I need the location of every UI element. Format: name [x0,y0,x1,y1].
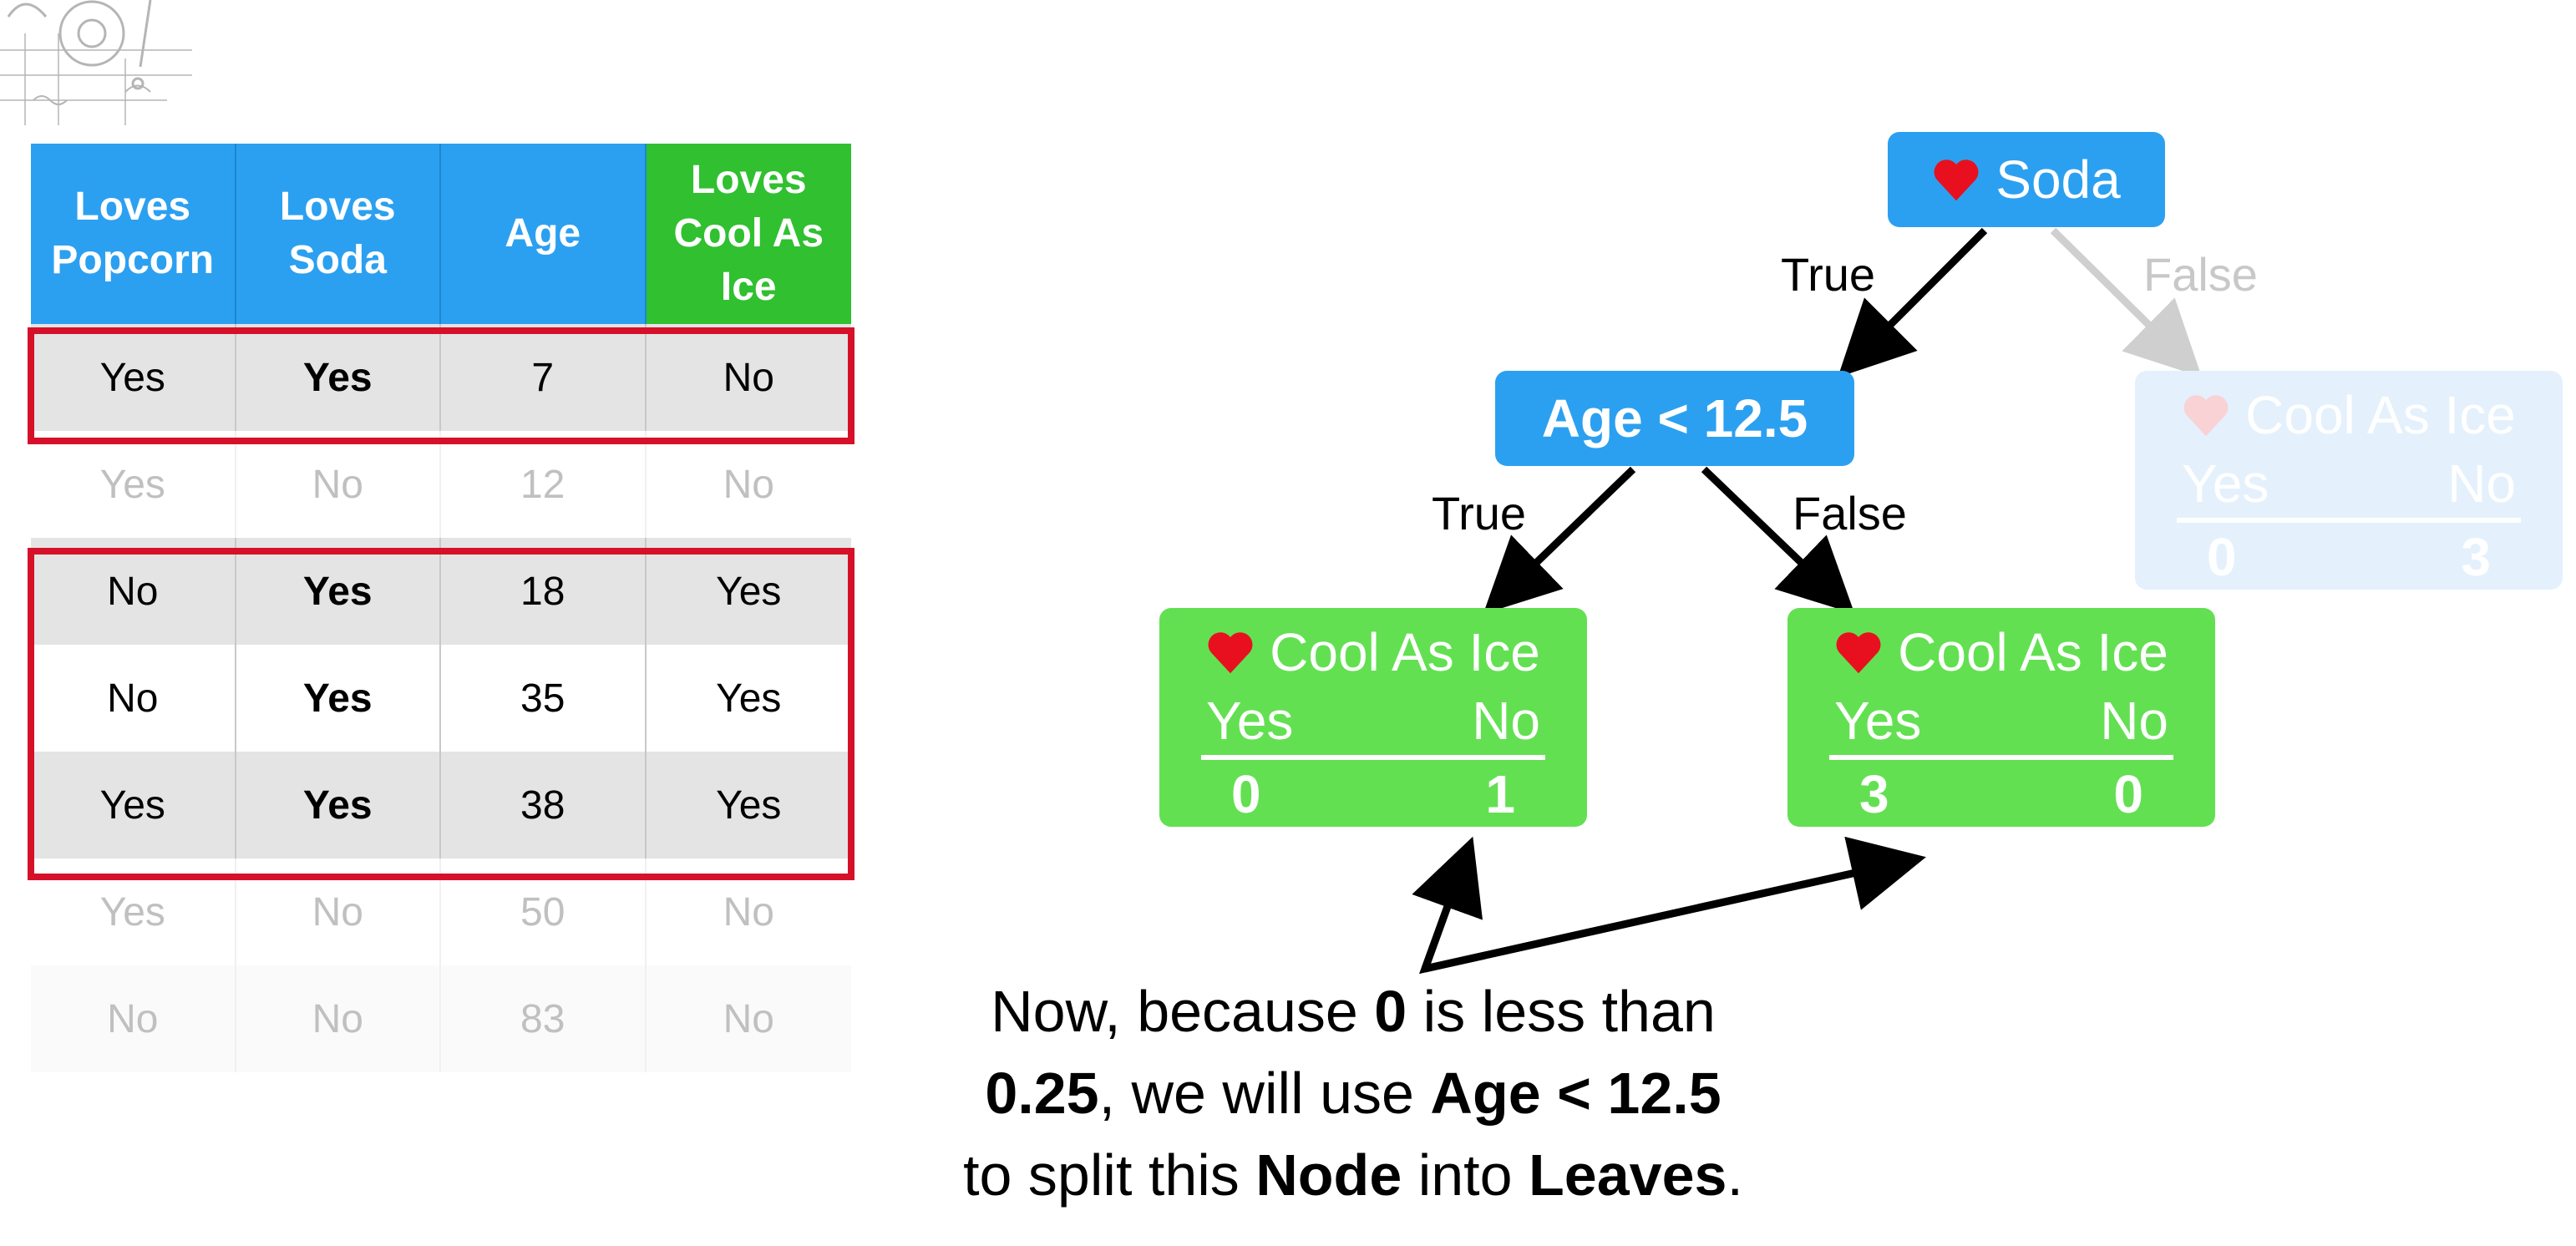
table-row: Yes Yes 7 No [31,324,851,431]
leaf-no-label: No [2100,691,2168,751]
table-cell: No [31,965,236,1072]
table-cell: No [31,645,236,752]
edge-label-age-true: True [1432,487,1527,539]
table-cell: Yes [236,538,441,645]
caption-bold: Age < 12.5 [1430,1061,1722,1126]
caption-bold: 0.25 [985,1061,1099,1126]
caption-line-1: Now, because 0 is less than [835,970,1871,1052]
table-cell: 35 [441,645,647,752]
leaf-no-label: No [2447,453,2516,514]
table-cell: 12 [441,431,647,538]
caption-bold: 0 [1374,979,1407,1044]
header-loves-popcorn: Loves Popcorn [31,144,236,324]
table-row: No Yes 18 Yes [31,538,851,645]
leaf-node-left: Cool As Ice Yes No 0 1 [1159,608,1587,827]
leaf-divider [1201,755,1545,760]
table-cell: 50 [441,859,647,965]
pointer-arrow-right [1424,836,1926,973]
table-cell: No [236,431,441,538]
arrow-root-false [2050,227,2203,377]
caption-line-2: 0.25, we will use Age < 12.5 [835,1052,1871,1134]
caption-bold: Node [1255,1142,1402,1208]
table-cell: 18 [441,538,647,645]
leaf-title: Cool As Ice [2245,385,2516,445]
table-cell: Yes [31,324,236,431]
table-cell: Yes [236,645,441,752]
arrow-age-true [1483,466,1636,615]
table-cell: Yes [31,752,236,859]
table-cell: Yes [31,859,236,965]
table-cell: Yes [716,676,782,721]
table-cell: Yes [716,569,782,614]
leaf-node-right-faded: Cool As Ice Yes No 0 3 [2135,371,2563,590]
arrow-root-true [1838,227,1988,377]
caption-bold: Leaves [1529,1142,1727,1208]
root-node-soda: Soda [1888,132,2165,227]
leaf-yes-count: 0 [2207,527,2237,587]
caption-fragment: is less than [1407,979,1716,1044]
caption-fragment: . [1727,1142,1743,1208]
edge-label-root-true: True [1781,248,1876,301]
table-cell: Yes [716,783,782,828]
caption-text: Now, because 0 is less than 0.25, we wil… [835,970,1871,1216]
table-row: No No 83 No [31,965,851,1072]
caption-fragment: Now, because [991,979,1375,1044]
leaf-yes-count: 3 [1859,764,1889,824]
root-node-label: Soda [1995,149,2121,210]
leaf-title: Cool As Ice [1270,622,1540,682]
table-cell: No [31,538,236,645]
table-cell: No [236,965,441,1072]
table-row: No Yes 35 Yes [31,645,851,752]
heart-icon [1934,160,1979,201]
leaf-title: Cool As Ice [1898,622,2168,682]
edge-label-age-false: False [1793,487,1907,539]
logo-sketch-icon [0,0,192,125]
leaf-divider [2177,518,2521,523]
leaf-yes-count: 0 [1231,764,1261,824]
highlight-box-bottom [28,548,854,880]
table-cell: Yes [236,324,441,431]
leaf-no-count: 0 [2113,764,2143,824]
arrow-age-false [1701,466,1855,615]
caption-fragment: to split this [963,1142,1256,1208]
table-cell: No [723,355,774,400]
leaf-node-middle: Cool As Ice Yes No 3 0 [1787,608,2215,827]
leaf-yes-label: Yes [1206,691,1294,751]
leaf-no-label: No [1472,691,1540,751]
leaf-divider [1829,755,2173,760]
leaf-no-count: 3 [2461,527,2491,587]
table-cell: 38 [441,752,647,859]
table-cell: No [723,889,774,934]
table-cell: Yes [236,752,441,859]
leaf-yes-label: Yes [2182,453,2269,514]
heart-icon [1208,632,1253,674]
table-cell: 7 [441,324,647,431]
header-loves-soda: Loves Soda [236,144,441,324]
leaf-yes-label: Yes [1834,691,1922,751]
header-age: Age [441,144,647,324]
table-row: Yes No 12 No [31,431,851,538]
header-loves-cool-as-ice: Loves Cool As Ice [646,144,851,324]
caption-fragment: , we will use [1098,1061,1431,1126]
table-cell: 83 [441,965,647,1072]
edge-label-root-false: False [2143,248,2258,301]
table-header-row: Loves Popcorn Loves Soda Age Loves Cool … [31,144,851,324]
caption-fragment: into [1402,1142,1529,1208]
heart-icon [1836,632,1881,674]
pointer-arrow-left [1412,836,1483,970]
table-row: Yes Yes 38 Yes [31,752,851,859]
caption-line-3: to split this Node into Leaves. [835,1134,1871,1216]
highlight-box-top [28,327,854,444]
table-cell: No [723,996,774,1041]
leaf-no-count: 1 [1485,764,1515,824]
table-cell: Yes [31,431,236,538]
table-cell: No [723,462,774,507]
heart-icon [2183,395,2229,437]
age-node: Age < 12.5 [1495,371,1854,466]
table-cell: No [236,859,441,965]
